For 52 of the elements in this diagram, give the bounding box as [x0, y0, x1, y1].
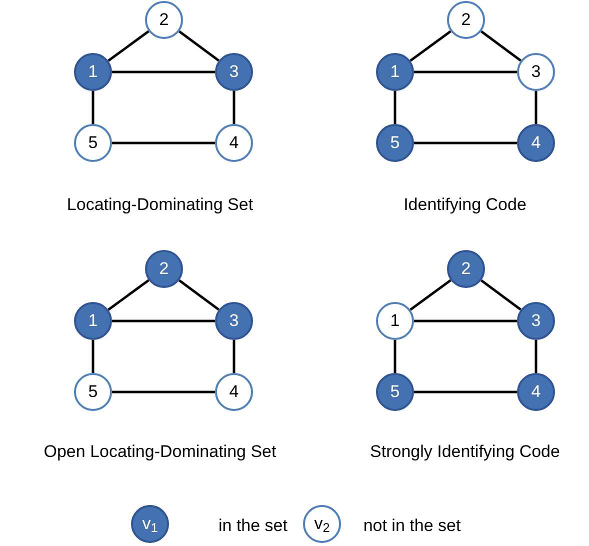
- open-vertex: 1: [376, 302, 414, 340]
- graph-edge: [178, 30, 220, 62]
- graph-caption: Open Locating-Dominating Set: [44, 441, 276, 463]
- open-vertex: 5: [74, 124, 112, 162]
- filled-vertex: 2: [145, 250, 183, 288]
- filled-vertex: 5: [376, 124, 414, 162]
- graph-edge: [108, 30, 150, 62]
- graph-edge: [534, 340, 538, 373]
- open-vertex: 4: [215, 124, 253, 162]
- graph-caption: Locating-Dominating Set: [66, 194, 254, 216]
- filled-vertex: 5: [376, 373, 414, 411]
- graph-edge: [108, 279, 150, 311]
- filled-vertex: 3: [215, 53, 253, 91]
- filled-vertex: 2: [447, 250, 485, 288]
- filled-vertex: 1: [74, 302, 112, 340]
- graph-edge: [480, 279, 522, 311]
- graph-edge: [112, 142, 215, 144]
- graph-caption: Strongly Identifying Code: [370, 441, 560, 463]
- open-vertex: 2: [145, 1, 183, 39]
- graph-edge: [410, 279, 452, 311]
- graph-caption: Identifying Code: [404, 194, 526, 216]
- graph-edge: [414, 70, 517, 74]
- graph-edge: [534, 91, 538, 124]
- legend-text: in the set: [218, 515, 288, 537]
- graph-edge: [480, 30, 522, 62]
- filled-vertex: 3: [517, 302, 555, 340]
- filled-vertex: 4: [517, 373, 555, 411]
- filled-vertex: v$_{1}$: [131, 505, 169, 543]
- graph-edge: [414, 390, 517, 394]
- filled-vertex: 4: [517, 124, 555, 162]
- graph-edge: [394, 91, 396, 124]
- graph-edge: [112, 320, 215, 322]
- graph-edge: [410, 30, 452, 62]
- open-vertex: 2: [447, 1, 485, 39]
- filled-vertex: 1: [74, 53, 112, 91]
- open-vertex: 4: [215, 373, 253, 411]
- graph-edge: [232, 340, 236, 373]
- graph-edge: [112, 390, 215, 394]
- graph-edge: [414, 320, 517, 322]
- graph-edge: [112, 70, 215, 74]
- filled-vertex: 1: [376, 53, 414, 91]
- graph-edge: [92, 340, 94, 373]
- graph-edge: [178, 279, 220, 311]
- legend-text: not in the set: [363, 515, 461, 537]
- open-vertex: 3: [517, 53, 555, 91]
- graph-edge: [232, 91, 236, 124]
- graph-edge: [394, 340, 396, 373]
- graph-edge: [414, 142, 517, 144]
- filled-vertex: 3: [215, 302, 253, 340]
- open-vertex: 5: [74, 373, 112, 411]
- graph-edge: [92, 91, 94, 124]
- open-vertex: v$_{2}$: [303, 505, 341, 543]
